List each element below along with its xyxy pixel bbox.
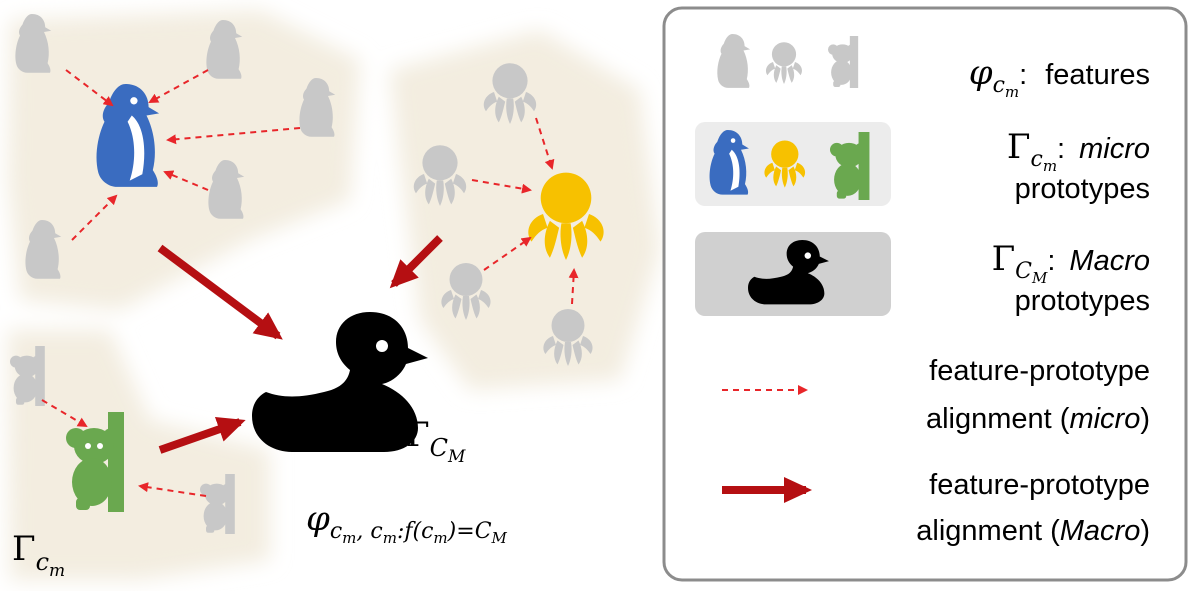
legend-features-text: φcm:features xyxy=(969,53,1150,101)
koala-cluster-bg xyxy=(8,330,270,580)
macro-alignment-arrows xyxy=(157,235,443,454)
legend-dashed-text-line1: feature-prototype xyxy=(929,355,1150,387)
legend-dashed-text-line2: alignment (micro) xyxy=(926,403,1150,435)
features-formula: φcm, cm:f(cm)=CM xyxy=(306,499,508,547)
duck-icon xyxy=(252,312,428,452)
legend-macro-text-line2: prototypes xyxy=(1015,285,1150,317)
legend-solid-text-line2: alignment (Macro) xyxy=(916,515,1150,547)
legend-solid-text-line1: feature-prototype xyxy=(929,469,1150,501)
micro-alignment-arrows xyxy=(41,69,579,497)
penguin-cluster-bg xyxy=(8,10,360,310)
legend-micro-text-line2: prototypes xyxy=(1015,173,1150,205)
koala-micro-label: Γcm xyxy=(12,529,65,581)
duck-icon xyxy=(748,240,829,305)
legend-micro-text-line1: Γcm:micro xyxy=(1007,127,1150,175)
legend-macro-text-line1: ΓCM:Macro xyxy=(992,239,1150,287)
koala-icon xyxy=(66,412,124,512)
duck-macro-label: ΓCM xyxy=(406,415,466,467)
